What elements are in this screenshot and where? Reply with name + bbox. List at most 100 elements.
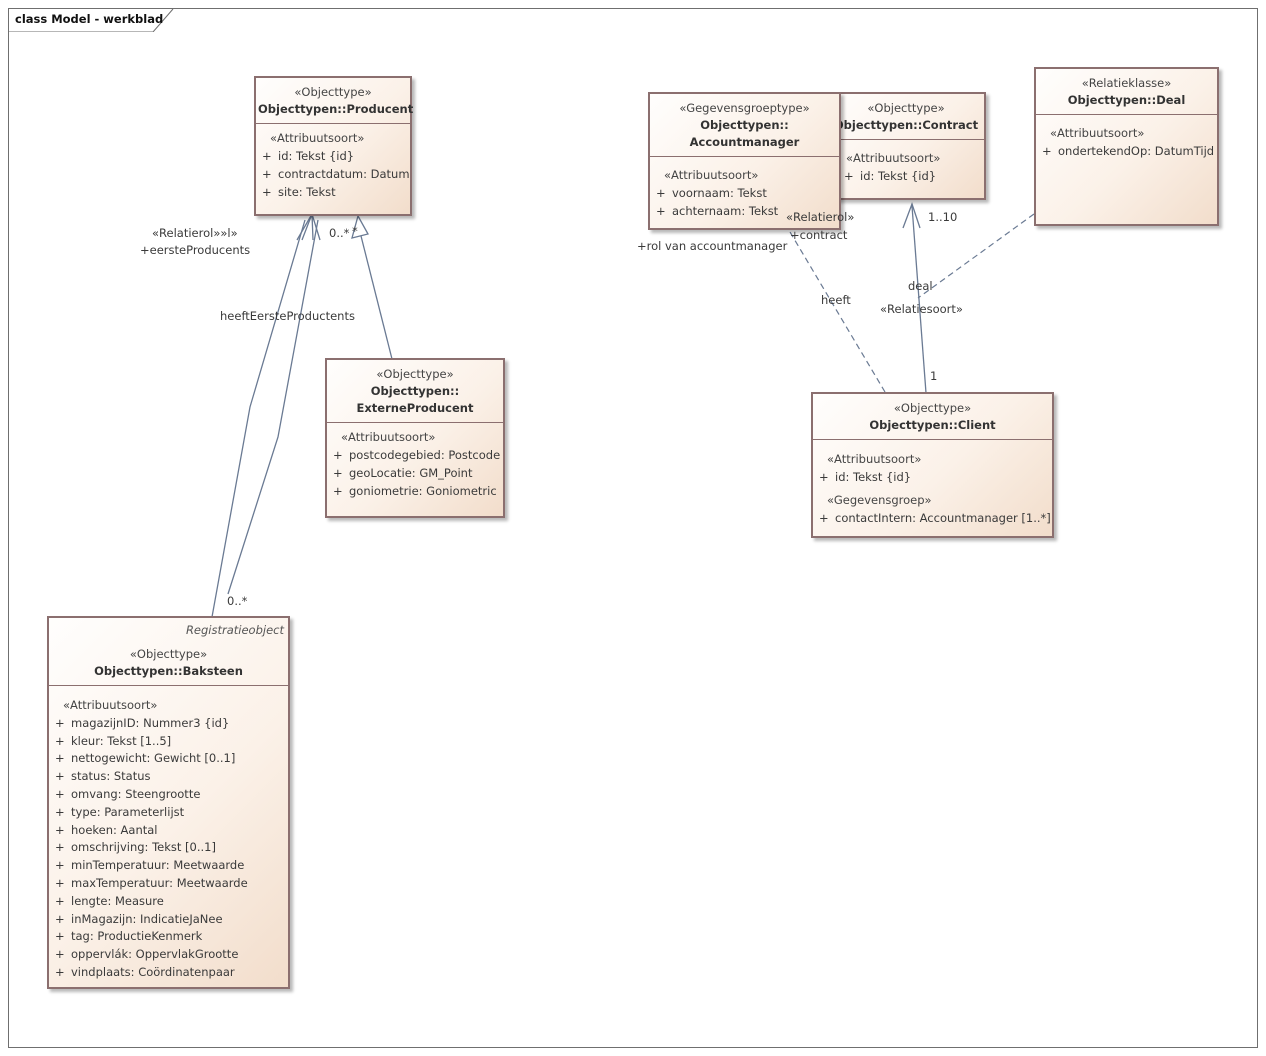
role-stereotype-label: «Relatierol» [786, 210, 855, 224]
class-client[interactable]: «Objecttype» Objecttypen::Client «Attrib… [811, 392, 1054, 538]
class-header: «Relatieklasse» Objecttypen::Deal [1036, 69, 1217, 115]
section-stereotype: «Attribuutsoort» [827, 452, 922, 466]
association-name-label: heeft [821, 293, 851, 307]
frame-tab [8, 8, 174, 32]
section-stereotype: «Attribuutsoort» [341, 430, 436, 444]
attribute[interactable]: +id: Tekst {id} [844, 169, 937, 183]
association-name-label: heeftEersteProductents [220, 309, 355, 323]
class-producent[interactable]: «Objecttype» Objecttypen::Producent «Att… [254, 76, 414, 216]
attribute[interactable]: +contactIntern: Accountmanager [1..*] [819, 511, 1051, 525]
dependency-line [789, 231, 886, 393]
attribute[interactable]: +site: Tekst [262, 185, 336, 199]
stereotype: «Relatieklasse» [1081, 76, 1172, 90]
class-header: «Objecttype» Objecttypen::Client [813, 394, 1052, 440]
multiplicity-label: 1 [930, 369, 938, 383]
attribute[interactable]: +id: Tekst {id} [819, 470, 912, 484]
class-header: «Objecttype» Objecttypen::Producent [256, 78, 414, 124]
attribute[interactable]: +achternaam: Tekst [656, 204, 779, 218]
role-name-label: +contract [790, 228, 848, 242]
class-name: ExterneProducent [356, 401, 474, 415]
attribute-compartment: «Attribuutsoort» +magazijnID: Nummer3 {i… [49, 686, 288, 982]
association-line [211, 219, 306, 618]
role-name-label: +rol van accountmanager [637, 239, 788, 253]
association-class-line [917, 213, 1035, 299]
attribute[interactable]: +kleur: Tekst [1..5] [55, 733, 172, 748]
attribute[interactable]: +omschrijving: Tekst [0..1] [55, 840, 216, 855]
attribute[interactable]: +tag: ProductieKenmerk [55, 929, 203, 944]
attribute[interactable]: +hoeken: Aantal [55, 822, 158, 837]
attribute[interactable]: +geoLocatie: GM_Point [333, 466, 473, 480]
class-contract[interactable]: «Objecttype» Objecttypen::Contract «Attr… [826, 92, 986, 200]
class-accountmanager[interactable]: «Gegevensgroeptype» Objecttypen:: Accoun… [648, 92, 841, 230]
stereotype: «Objecttype» [376, 367, 454, 381]
class-baksteen[interactable]: Registratieobject «Objecttype» Objecttyp… [47, 616, 290, 989]
attribute[interactable]: +contractdatum: Datum [262, 167, 410, 181]
arrowhead [902, 202, 921, 229]
multiplicity-label: 0..* [227, 594, 248, 608]
class-name: Objecttypen::Client [869, 418, 996, 432]
class-header: «Gegevensgroeptype» Objecttypen:: Accoun… [650, 94, 839, 157]
class-name: Objecttypen:: [370, 384, 460, 398]
multiplicity-label: 1..10 [928, 210, 958, 224]
stereotype: «Objecttype» [294, 85, 372, 99]
multiplicity-label: * [352, 224, 358, 238]
diagram-title: class Model - werkblad [15, 12, 164, 26]
generalization-line [359, 231, 393, 360]
section-stereotype: «Attribuutsoort» [63, 698, 158, 712]
role-name-label: +eersteProducents [140, 243, 251, 257]
class-name: Objecttypen::Producent [258, 102, 414, 116]
attribute-compartment: «Attribuutsoort» +id: Tekst {id} [828, 140, 984, 185]
attribute[interactable]: +id: Tekst {id} [262, 149, 355, 163]
section-stereotype: «Attribuutsoort» [664, 168, 759, 182]
attribute[interactable]: +postcodegebied: Postcode [333, 448, 501, 462]
attribute-compartment: «Attribuutsoort» +postcodegebied: Postco… [327, 423, 503, 500]
association-stereotype-label: «Relatiesoort» [880, 302, 963, 316]
section-stereotype: «Attribuutsoort» [846, 151, 941, 165]
attribute[interactable]: +inMagazijn: IndicatieJaNee [55, 911, 223, 926]
class-header: Registratieobject «Objecttype» Objecttyp… [49, 618, 288, 686]
generalization-arrowhead [351, 214, 369, 239]
stereotype: «Gegevensgroeptype» [679, 101, 810, 115]
class-externeproducent[interactable]: «Objecttype» Objecttypen:: ExterneProduc… [325, 358, 505, 518]
association-name-label: deal [908, 279, 933, 293]
section-stereotype: «Attribuutsoort» [1050, 126, 1145, 140]
association-line [227, 219, 319, 595]
class-deal[interactable]: «Relatieklasse» Objecttypen::Deal «Attri… [1034, 67, 1219, 226]
attribute[interactable]: +maxTemperatuur: Meetwaarde [55, 875, 248, 890]
association-line [911, 205, 927, 394]
class-name: Objecttypen:: [700, 118, 789, 132]
stereotype: «Objecttype» [893, 401, 972, 415]
class-header: «Objecttype» Objecttypen::Contract [828, 94, 984, 140]
class-tag: Registratieobject [185, 623, 284, 637]
class-name: Objecttypen::Baksteen [94, 664, 243, 678]
arrowhead [301, 213, 314, 241]
attribute[interactable]: +nettogewicht: Gewicht [0..1] [55, 751, 236, 766]
attribute-compartment: «Attribuutsoort» +id: Tekst {id} +contra… [256, 124, 410, 201]
class-name: Accountmanager [689, 135, 800, 149]
attribute-compartment: «Attribuutsoort» +id: Tekst {id} «Gegeve… [813, 440, 1052, 527]
section-stereotype: «Gegevensgroep» [827, 493, 932, 507]
attribute[interactable]: +minTemperatuur: Meetwaarde [55, 858, 245, 873]
diagram-frame [8, 8, 1258, 1048]
class-header: «Objecttype» Objecttypen:: ExterneProduc… [327, 360, 503, 423]
stereotype: «Objecttype» [129, 647, 208, 661]
role-stereotype-label: «Relatierol»»l» [152, 226, 238, 240]
attribute[interactable]: +lengte: Measure [55, 893, 164, 908]
class-name: Objecttypen::Deal [1067, 93, 1186, 107]
attribute-compartment: «Attribuutsoort» +ondertekendOp: DatumTi… [1036, 115, 1217, 160]
section-stereotype: «Attribuutsoort» [270, 131, 365, 145]
attribute-compartment: «Attribuutsoort» +voornaam: Tekst +achte… [650, 157, 839, 220]
attribute[interactable]: +ondertekendOp: DatumTijd [1042, 144, 1215, 158]
attribute[interactable]: +oppervlák: OppervlakGrootte [55, 947, 239, 962]
stereotype: «Objecttype» [867, 101, 945, 115]
attribute[interactable]: +omvang: Steengrootte [55, 786, 201, 801]
attribute[interactable]: +goniometrie: Goniometric [333, 484, 497, 498]
attribute[interactable]: +magazijnID: Nummer3 {id} [55, 715, 230, 730]
class-name: Objecttypen::Contract [833, 118, 979, 132]
attribute[interactable]: +type: Parameterlijst [55, 804, 185, 819]
attribute[interactable]: +status: Status [55, 769, 151, 784]
multiplicity-label: 0..* [329, 226, 350, 240]
attribute[interactable]: +voornaam: Tekst [656, 186, 767, 200]
attribute[interactable]: +vindplaats: Coördinatenpaar [55, 964, 235, 979]
